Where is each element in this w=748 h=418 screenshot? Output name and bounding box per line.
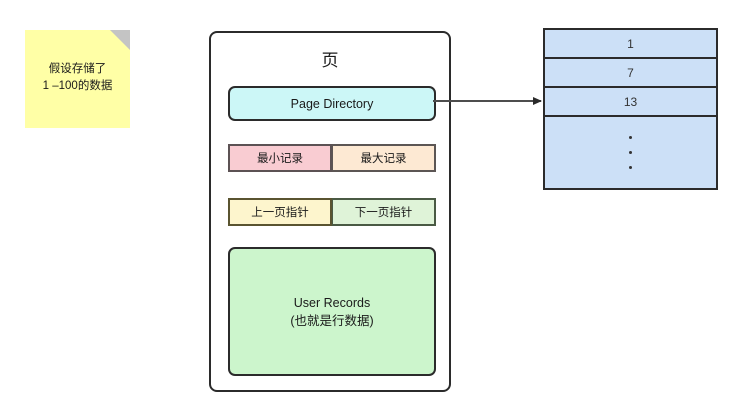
page-directory-box[interactable]: Page Directory: [228, 86, 436, 121]
sticky-note-text: 假设存储了 1 –100的数据: [42, 63, 113, 92]
ellipsis-dot-icon: [629, 136, 632, 139]
min-record-cell[interactable]: 最小记录: [228, 144, 332, 172]
max-record-cell[interactable]: 最大记录: [332, 144, 436, 172]
slot-value: 7: [627, 65, 634, 80]
min-record-label: 最小记录: [257, 153, 303, 165]
page-title: 页: [321, 51, 339, 70]
slot-value: 1: [627, 36, 634, 51]
table-row-ellipsis: [545, 117, 716, 188]
max-record-label: 最大记录: [360, 153, 407, 165]
sticky-note-fold-icon: [110, 30, 130, 50]
ellipsis-dot-icon: [629, 166, 632, 169]
record-bounds-row: 最小记录 最大记录: [228, 144, 436, 172]
page-directory-slot-table: 1 7 13: [543, 28, 718, 190]
sticky-note: 假设存储了 1 –100的数据: [25, 30, 130, 128]
user-records-box[interactable]: User Records (也就是行数据): [228, 247, 436, 376]
next-page-pointer-label: 下一页指针: [354, 207, 413, 219]
slot-value: 13: [623, 94, 638, 109]
table-row[interactable]: 7: [545, 59, 716, 88]
prev-page-pointer-label: 上一页指针: [251, 207, 309, 219]
page-container: 页 Page Directory 最小记录 最大记录 上一页指针 下一页指针 U…: [209, 31, 451, 392]
table-row[interactable]: 13: [545, 88, 716, 117]
page-directory-label: Page Directory: [290, 96, 374, 111]
connector-arrow: [433, 97, 542, 105]
next-page-pointer-cell[interactable]: 下一页指针: [332, 198, 436, 226]
user-records-subtitle: (也就是行数据): [290, 313, 374, 328]
user-records-title: User Records: [293, 295, 371, 310]
ellipsis-dot-icon: [629, 151, 632, 154]
page-pointers-row: 上一页指针 下一页指针: [228, 198, 436, 226]
table-row[interactable]: 1: [545, 30, 716, 59]
prev-page-pointer-cell[interactable]: 上一页指针: [228, 198, 332, 226]
